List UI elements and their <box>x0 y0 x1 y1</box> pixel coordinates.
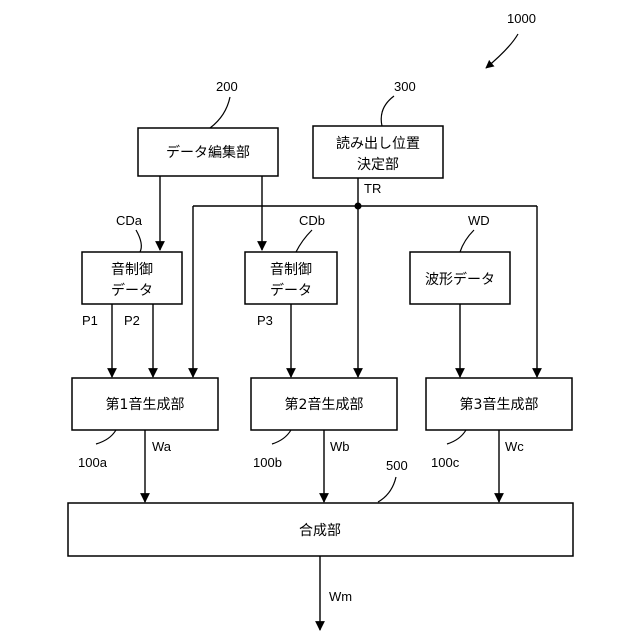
read-position-ref: 300 <box>394 79 416 94</box>
read-position-label-2: 決定部 <box>357 157 399 173</box>
control-data-b-label-2: データ <box>270 282 312 299</box>
wb-label: Wb <box>330 439 350 454</box>
gen1-ref-lead <box>96 430 116 444</box>
control-data-a-label-1: 音制御 <box>111 261 153 278</box>
wd-tag: WD <box>468 213 490 228</box>
read-position-lead <box>381 96 394 126</box>
cdb-tag: CDb <box>299 213 325 228</box>
gen3-ref: 100c <box>431 455 460 470</box>
wa-label: Wa <box>152 439 172 454</box>
control-data-a-label-2: データ <box>111 282 153 299</box>
p1-label: P1 <box>82 313 98 328</box>
tr-label: TR <box>364 181 381 196</box>
data-editing-label: データ編集部 <box>166 144 250 161</box>
cda-lead <box>136 230 141 252</box>
synth-ref-lead <box>378 477 396 502</box>
cda-tag: CDa <box>116 213 143 228</box>
gen2-ref-lead <box>272 430 291 444</box>
figure-ref: 1000 <box>507 11 536 26</box>
wm-label: Wm <box>329 589 352 604</box>
gen3-label: 第3音生成部 <box>460 396 539 413</box>
read-position-label-1: 読み出し位置 <box>336 135 420 152</box>
wc-label: Wc <box>505 439 524 454</box>
synth-ref: 500 <box>386 458 408 473</box>
control-data-b-label-1: 音制御 <box>270 261 312 278</box>
gen2-label: 第2音生成部 <box>285 396 364 413</box>
figure-ref-arrow <box>486 34 518 68</box>
gen1-label: 第1音生成部 <box>106 396 185 413</box>
synth-label: 合成部 <box>299 523 341 539</box>
gen3-ref-lead <box>447 430 466 444</box>
data-editing-ref: 200 <box>216 79 238 94</box>
gen2-ref: 100b <box>253 455 282 470</box>
waveform-data-label: 波形データ <box>425 271 495 288</box>
gen1-ref: 100a <box>78 455 108 470</box>
data-editing-lead <box>210 97 230 128</box>
cdb-lead <box>296 230 312 252</box>
wd-lead <box>460 230 474 252</box>
p3-label: P3 <box>257 313 273 328</box>
p2-label: P2 <box>124 313 140 328</box>
